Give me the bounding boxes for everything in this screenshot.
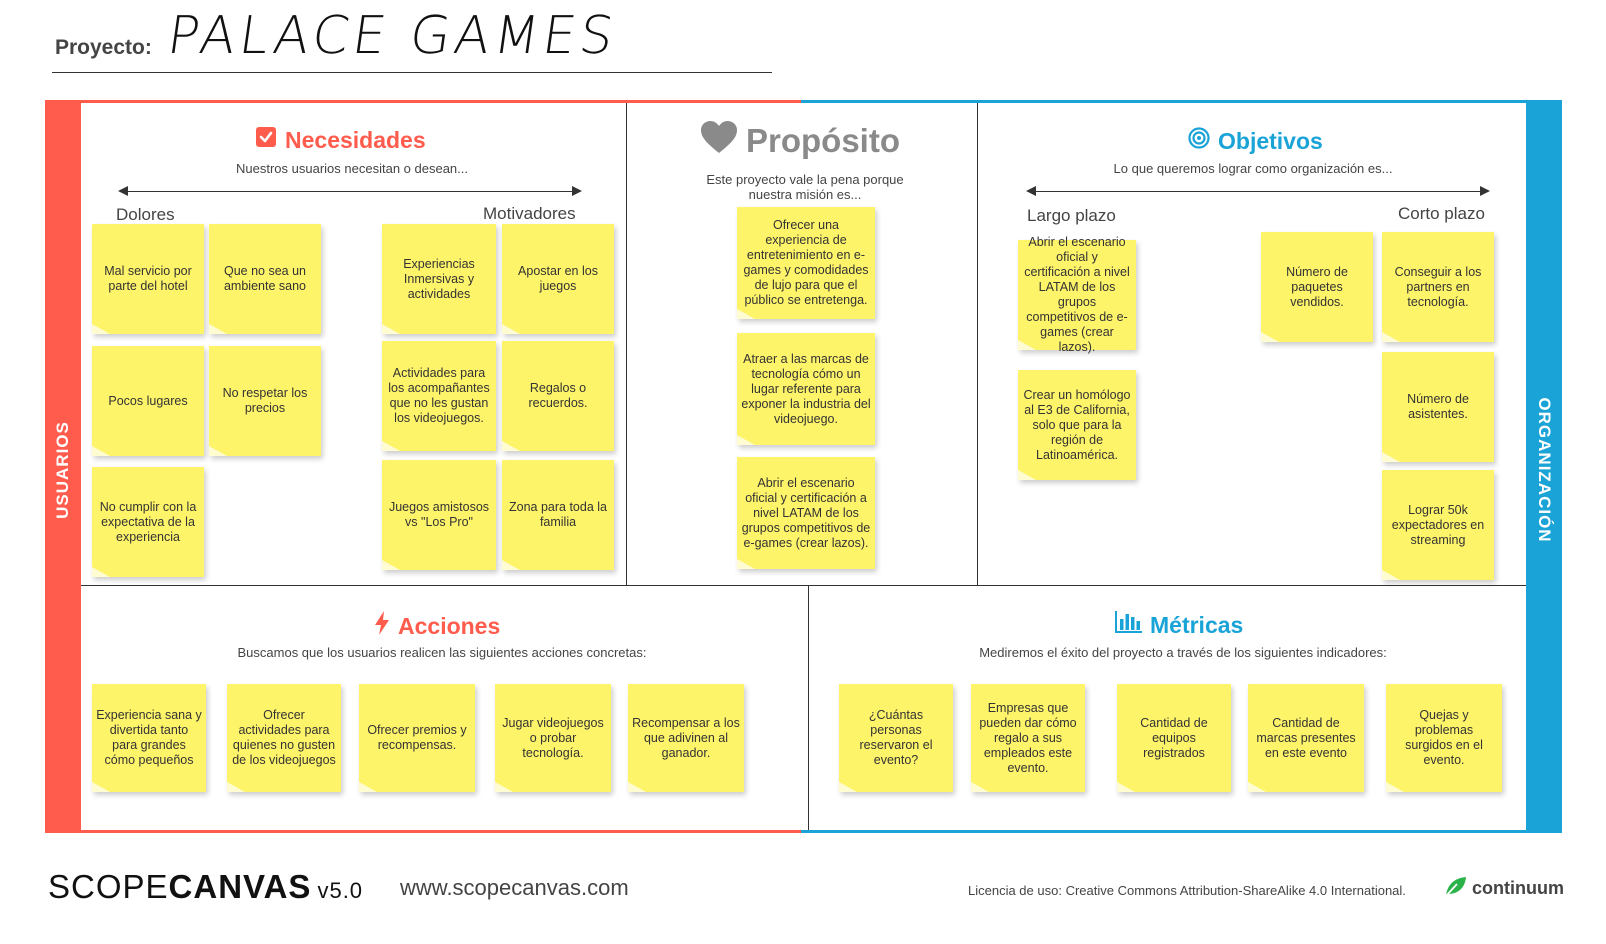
sticky-note: Recompensar a los que adivinen al ganado… [628,684,744,792]
objetivos-title: Objetivos [1188,127,1323,155]
sticky-note: ¿Cuántas personas reservaron el evento? [839,684,953,792]
organizacion-band [1526,100,1562,833]
objetivos-subtitle: Lo que queremos lograr como organización… [1113,161,1393,176]
sticky-note: Atraer a las marcas de tecnología cómo u… [737,333,875,445]
logo-light-text: SCOPE [48,868,169,905]
logo-bold-text: CANVAS [168,868,312,905]
project-name-handwritten: PALACE GAMES [163,6,621,66]
dolores-label: Dolores [116,205,175,224]
sticky-note: Zona para toda la familia [502,460,614,570]
organizacion-band-label: ORGANIZACIÓN [1535,397,1554,543]
project-label: Proyecto: [55,36,152,59]
frame-divider-horizontal [81,585,1526,586]
necesidades-title-text: Necesidades [285,126,426,153]
sticky-note: Experiencia sana y divertida tanto para … [92,684,206,792]
corto-plazo-label: Corto plazo [1398,204,1485,223]
sticky-note: Cantidad de marcas presentes en este eve… [1248,684,1364,792]
sticky-note: Mal servicio por parte del hotel [92,224,204,334]
continuum-text: continuum [1472,878,1564,898]
frame-top-red [81,100,801,103]
frame-bottom-red [81,830,801,833]
sticky-note: Número de asistentes. [1382,352,1494,462]
acciones-subtitle: Buscamos que los usuarios realicen las s… [237,645,647,660]
sticky-note: Lograr 50k expectadores en streaming [1382,470,1494,580]
leaf-icon [1443,875,1467,902]
project-underline [52,72,772,73]
sticky-note: Que no sea un ambiente sano [209,224,321,334]
objetivos-title-text: Objetivos [1218,127,1323,154]
sticky-note: Ofrecer premios y recompensas. [359,684,475,792]
sticky-note: Juegos amistosos vs "Los Pro" [382,460,496,570]
website-url[interactable]: www.scopecanvas.com [400,875,629,900]
sticky-note: No respetar los precios [209,346,321,456]
necesidades-subtitle: Nuestros usuarios necesitan o desean... [236,161,468,176]
necesidades-title: Necesidades [255,126,426,154]
sticky-note: Pocos lugares [92,346,204,456]
proposito-subtitle: Este proyecto vale la pena porque nuestr… [706,172,904,202]
frame-divider-necesidades [626,103,627,585]
sticky-note: Actividades para los acompañantes que no… [382,341,496,451]
largo-plazo-label: Largo plazo [1027,206,1116,225]
sticky-note: Crear un homólogo al E3 de California, s… [1018,370,1136,480]
sticky-note: Conseguir a los partners en tecnología. [1382,232,1494,342]
acciones-title-text: Acciones [398,612,501,639]
heart-icon [700,120,738,162]
acciones-title: Acciones [374,611,500,641]
usuarios-band-label: USUARIOS [53,421,72,519]
sticky-note: Abrir el escenario oficial y certificaci… [1018,235,1136,354]
sticky-note: Experiencias Inmersivas y actividades [382,224,496,334]
metricas-subtitle: Mediremos el éxito del proyecto a través… [979,645,1387,660]
metricas-title-text: Métricas [1150,611,1244,638]
license-text: Licencia de uso: Creative Commons Attrib… [968,883,1406,898]
sticky-note: Apostar en los juegos [502,224,614,334]
target-icon [1188,127,1210,155]
sticky-note: Regalos o recuerdos. [502,341,614,451]
sticky-note: Número de paquetes vendidos. [1261,232,1373,342]
frame-divider-objetivos [977,103,978,585]
sticky-note: Empresas que pueden dar cómo regalo a su… [971,684,1085,792]
frame-top-blue [801,100,1526,103]
sticky-note: Ofrecer una experiencia de entretenimien… [737,207,875,319]
motivadores-label: Motivadores [483,204,576,223]
sticky-note: Quejas y problemas surgidos en el evento… [1386,684,1502,792]
sticky-note: Ofrecer actividades para quienes no gust… [227,684,341,792]
objetivos-range-arrow [1026,186,1490,196]
necesidades-range-arrow [118,186,582,196]
usuarios-band [45,100,81,833]
metricas-title: Métricas [1114,611,1243,639]
lightning-icon [374,611,390,641]
sticky-note: Abrir el escenario oficial y certificaci… [737,457,875,569]
version-label: v5.0 [317,878,364,903]
frame-bottom-blue [801,830,1526,833]
bar-chart-icon [1114,611,1142,639]
sticky-note: Jugar videojuegos o probar tecnología. [495,684,611,792]
sticky-note: Cantidad de equipos registrados [1117,684,1231,792]
proposito-title: Propósito [700,120,900,162]
continuum-logo: continuum [1443,875,1564,902]
sticky-note: No cumplir con la expectativa de la expe… [92,467,204,577]
proposito-title-text: Propósito [746,122,900,159]
checkbox-icon [255,126,277,154]
frame-divider-metricas [808,585,809,830]
